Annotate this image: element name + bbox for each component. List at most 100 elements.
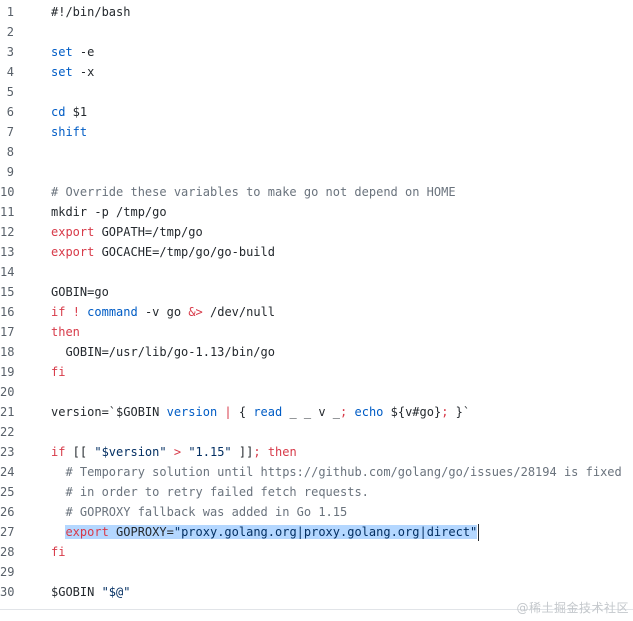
- line-number: 20: [0, 385, 15, 399]
- code-text: if ! command -v go &> /dev/null: [51, 302, 275, 322]
- line-number: 19: [0, 365, 15, 379]
- code-token: echo: [354, 405, 384, 419]
- code-text: export GOCACHE=/tmp/go/go-build: [51, 242, 275, 262]
- code-token: shift: [51, 125, 88, 139]
- code-token: export: [51, 225, 95, 239]
- code-token: # Override these variables to make go no…: [51, 185, 456, 199]
- code-token: "$version": [94, 445, 167, 459]
- code-line[interactable]: 11 mkdir -p /tmp/go: [0, 202, 633, 222]
- line-number: 9: [6, 165, 14, 179]
- code-text: #!/bin/bash: [51, 2, 130, 22]
- line-number: 16: [0, 305, 15, 319]
- code-text: # Override these variables to make go no…: [51, 182, 456, 202]
- code-token: # GOPROXY fallback was added in Go 1.15: [65, 505, 348, 519]
- code-token: if: [51, 445, 66, 459]
- code-token: # Temporary solution until https://githu…: [65, 465, 622, 479]
- code-token: |: [224, 405, 232, 419]
- line-number: 3: [6, 45, 14, 59]
- code-line[interactable]: 24 # Temporary solution until https://gi…: [0, 462, 633, 482]
- code-token: ;: [253, 445, 261, 459]
- code-token: "proxy.golang.org|proxy.golang.org|direc…: [173, 525, 478, 539]
- code-token: [51, 485, 65, 499]
- code-token: GOCACHE=/tmp/go/go-build: [94, 245, 275, 259]
- code-line[interactable]: 19 fi: [0, 362, 633, 382]
- code-line[interactable]: 9: [0, 162, 633, 182]
- line-number: 24: [0, 465, 15, 479]
- line-number: 17: [0, 325, 15, 339]
- line-number: 21: [0, 405, 15, 419]
- code-text: $GOBIN "$@": [51, 582, 130, 602]
- line-number: 15: [0, 285, 15, 299]
- code-line[interactable]: 18 GOBIN=/usr/lib/go-1.13/bin/go: [0, 342, 633, 362]
- line-number: 29: [0, 565, 15, 579]
- code-text: export GOPATH=/tmp/go: [51, 222, 203, 242]
- code-token: #!/bin/bash: [51, 5, 131, 19]
- bottom-divider: [0, 609, 633, 610]
- code-line[interactable]: 20: [0, 382, 633, 402]
- code-token: then: [51, 325, 80, 339]
- line-number: 2: [6, 25, 14, 39]
- code-line[interactable]: 16 if ! command -v go &> /dev/null: [0, 302, 633, 322]
- code-line[interactable]: 29: [0, 562, 633, 582]
- code-text: # in order to retry failed fetch request…: [51, 482, 369, 502]
- code-line[interactable]: 10# Override these variables to make go …: [0, 182, 633, 202]
- line-number: 8: [6, 145, 14, 159]
- code-line[interactable]: 8: [0, 142, 633, 162]
- code-line[interactable]: 25 # in order to retry failed fetch requ…: [0, 482, 633, 502]
- line-number: 23: [0, 445, 15, 459]
- code-line[interactable]: 5: [0, 82, 633, 102]
- code-token: ;: [340, 405, 348, 419]
- code-token: "$@": [101, 585, 131, 599]
- code-line[interactable]: 1#!/bin/bash: [0, 2, 633, 22]
- watermark: @稀土掘金技术社区: [516, 601, 629, 615]
- code-line[interactable]: 27 export GOPROXY="proxy.golang.org|prox…: [0, 522, 633, 542]
- code-line[interactable]: 2: [0, 22, 633, 42]
- code-token: [261, 445, 268, 459]
- line-number: 30: [0, 585, 15, 599]
- code-token: read: [253, 405, 283, 419]
- code-line[interactable]: 22: [0, 422, 633, 442]
- code-token: [167, 445, 174, 459]
- code-line[interactable]: 7 shift: [0, 122, 633, 142]
- code-token: [65, 305, 72, 319]
- code-token: fi: [51, 365, 66, 379]
- line-number: 7: [6, 125, 14, 139]
- code-token: {: [231, 405, 254, 419]
- code-line[interactable]: 30 $GOBIN "$@": [0, 582, 633, 602]
- code-token: [51, 465, 65, 479]
- code-token: cd: [51, 105, 66, 119]
- code-token: [347, 405, 354, 419]
- code-token: if: [51, 305, 66, 319]
- code-text: cd $1: [51, 102, 87, 122]
- code-line[interactable]: 26 # GOPROXY fallback was added in Go 1.…: [0, 502, 633, 522]
- code-line[interactable]: 3 set -e: [0, 42, 633, 62]
- code-token: [[: [65, 445, 95, 459]
- code-token: # in order to retry failed fetch request…: [65, 485, 369, 499]
- code-line[interactable]: 14: [0, 262, 633, 282]
- code-text: set -x: [51, 62, 94, 82]
- code-text: GOBIN=/usr/lib/go-1.13/bin/go: [51, 342, 275, 362]
- code-line[interactable]: 15 GOBIN=go: [0, 282, 633, 302]
- code-token: version: [166, 405, 218, 419]
- code-token: -e: [72, 45, 95, 59]
- code-token: GOBIN=go: [51, 285, 109, 299]
- code-text: fi: [51, 362, 65, 382]
- code-text: set -e: [51, 42, 94, 62]
- code-text: # Temporary solution until https://githu…: [51, 462, 622, 482]
- code-token: ;: [441, 405, 449, 419]
- code-token: _ _ v _: [282, 405, 341, 419]
- code-token: export: [65, 525, 109, 539]
- code-token: export: [51, 245, 95, 259]
- code-token: "1.15": [188, 445, 232, 459]
- code-line[interactable]: 17 then: [0, 322, 633, 342]
- line-number: 11: [0, 205, 15, 219]
- code-token: mkdir -p /tmp/go: [51, 205, 167, 219]
